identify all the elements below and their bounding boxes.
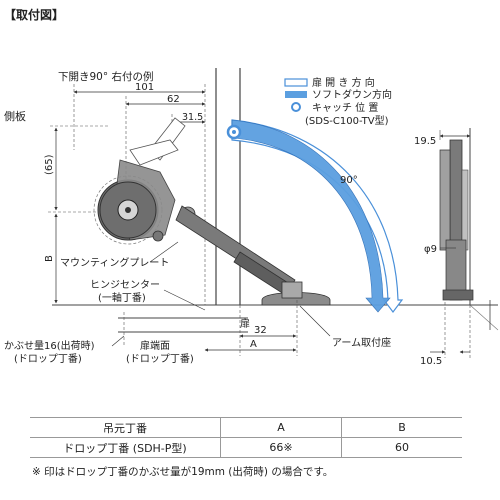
table-header-row: 吊元丁番 A B <box>30 417 462 438</box>
table-header: A <box>220 417 342 438</box>
mounting-plate-callout: マウンティングプレート <box>60 241 179 269</box>
dimension-B: B <box>44 213 58 304</box>
side-view: 19.5 φ9 10.5 <box>414 128 499 367</box>
stay-arm <box>175 205 300 299</box>
dim-65-text: (65) <box>44 154 55 175</box>
section-title: 【取付図】 <box>4 8 65 22</box>
dimension-A: A <box>204 339 297 352</box>
table-row: ドロップ丁番 (SDH-P型) 66※ 60 <box>30 437 462 458</box>
table-cell: ドロップ丁番 (SDH-P型) <box>30 437 221 458</box>
legend-catch-icon <box>291 102 301 112</box>
dim-32-text: 32 <box>254 325 267 336</box>
dim-10-5-text: 10.5 <box>420 356 442 367</box>
dimension-65: (65) <box>44 125 110 213</box>
door-edge-text: 扉端面 <box>140 339 170 352</box>
legend-catch-text: キャッチ 位 置 <box>312 101 378 114</box>
door-edge-sub-text: (ドロップ丁番) <box>126 353 194 365</box>
dimension-32: 32 <box>239 325 297 338</box>
dim-31-5-text: 31.5 <box>182 112 203 123</box>
table-cell: 66※ <box>220 437 342 458</box>
legend-open-text: 扉 開 き 方 向 <box>312 76 375 89</box>
dim-phi9-text: φ9 <box>424 244 437 255</box>
legend-soft-text: ソフトダウン方向 <box>312 88 392 101</box>
legend-open-swatch <box>284 78 308 87</box>
installation-drawing: 下開き90° 右付の例 側板 101 62 31.5 (65) B <box>4 68 499 367</box>
soft-down-arrow <box>231 119 391 313</box>
dimension-101: 101 <box>73 82 206 150</box>
footnote: ※ 印はドロップ丁番のかぶせ量が19mm (出荷時) の場合です。 <box>32 466 334 478</box>
legend-soft-swatch <box>285 91 307 98</box>
dim-A-text: A <box>250 339 257 350</box>
table-header: 吊元丁番 <box>30 417 221 438</box>
arm-base-plate <box>261 281 331 306</box>
hinge-center-callout: ヒンジセンター (一軸丁番) <box>90 279 206 311</box>
door: 扉 <box>118 317 250 333</box>
hinge-center-sub-text: (一軸丁番) <box>98 291 146 304</box>
side-panel-label: 側板 <box>4 109 26 123</box>
overlay-sub-text: (ドロップ丁番) <box>14 353 82 365</box>
table-header: B <box>341 417 462 438</box>
spec-table: 吊元丁番 A B ドロップ丁番 (SDH-P型) 66※ 60 <box>30 417 462 458</box>
hinge-body <box>97 117 196 242</box>
dim-62-text: 62 <box>167 94 180 105</box>
arm-base-text: アーム取付座 <box>332 336 391 349</box>
hinge-center-text: ヒンジセンター <box>90 279 160 291</box>
overlay-text: かぶせ量16(出荷時) <box>4 339 95 352</box>
legend-catch-model: (SDS-C100-TV型) <box>305 114 389 127</box>
table-cell: 60 <box>341 437 462 458</box>
dimension-62: 62 <box>125 94 206 190</box>
mounting-plate-text: マウンティングプレート <box>60 256 169 269</box>
legend: 扉 開 き 方 向 ソフトダウン方向 キャッチ 位 置 (SDS-C100-TV… <box>284 76 392 127</box>
door-edge-callout: 扉端面 (ドロップ丁番) <box>126 339 194 365</box>
dim-101-text: 101 <box>135 82 154 93</box>
door-label: 扉 <box>240 317 250 330</box>
dim-19-5-text: 19.5 <box>414 136 436 147</box>
angle-90-text: 90° <box>340 175 358 186</box>
dim-B-text: B <box>44 255 55 262</box>
overlay-callout: かぶせ量16(出荷時) (ドロップ丁番) <box>4 335 125 365</box>
arm-base-callout: アーム取付座 <box>299 305 391 349</box>
example-title: 下開き90° 右付の例 <box>58 70 153 83</box>
